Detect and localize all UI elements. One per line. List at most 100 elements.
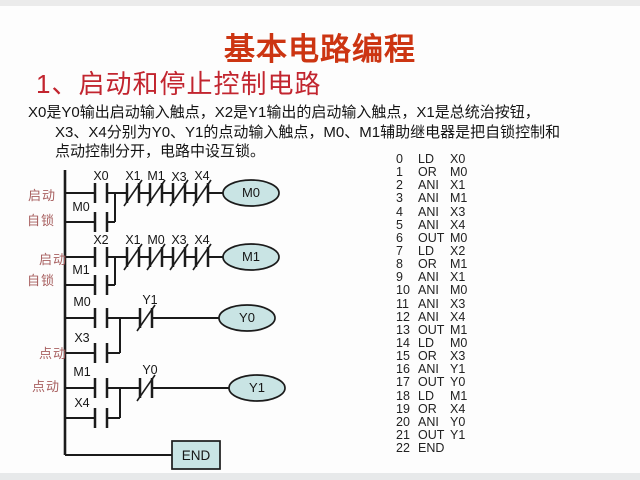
contact-label: X2 bbox=[93, 233, 108, 247]
instruction-operand: M0 bbox=[450, 283, 468, 298]
instruction-operand: X2 bbox=[450, 243, 466, 258]
ladder-lines bbox=[63, 170, 229, 456]
instruction-op: LD bbox=[418, 243, 434, 258]
end-label: END bbox=[182, 448, 211, 463]
instruction-step: 9 bbox=[396, 270, 403, 285]
instruction-row: 8 OR M1 bbox=[370, 257, 570, 272]
coil-label: Y1 bbox=[249, 380, 265, 395]
ladder-diagram: X0 X1 M1 X3 X4 M0 M0 X2 X1 M0 X3 X4 M1 M… bbox=[63, 169, 286, 470]
contact-label: M1 bbox=[147, 169, 164, 183]
instruction-op: OR bbox=[418, 257, 437, 272]
instruction-op: ANI bbox=[418, 283, 439, 298]
instruction-step: 17 bbox=[396, 375, 410, 390]
instruction-operand: Y0 bbox=[450, 414, 466, 429]
instruction-row: 7 LD X2 bbox=[370, 243, 570, 258]
instruction-step: 20 bbox=[396, 414, 410, 429]
instruction-operand: M1 bbox=[450, 191, 468, 206]
instruction-op: ANI bbox=[418, 217, 439, 232]
contact-label: X3 bbox=[171, 170, 186, 184]
instruction-operand: X3 bbox=[450, 296, 466, 311]
instruction-step: 21 bbox=[396, 427, 410, 442]
instruction-operand: M1 bbox=[450, 322, 468, 337]
contact-label: Y0 bbox=[142, 363, 157, 377]
end-block bbox=[171, 440, 221, 470]
contact-label: Y1 bbox=[142, 293, 157, 307]
rung-annotation-jog-1: 点动 bbox=[39, 346, 68, 361]
instruction-row: 9 ANI X1 bbox=[370, 271, 570, 284]
instruction-op: OR bbox=[418, 165, 437, 180]
coil-m1 bbox=[222, 243, 280, 271]
instruction-op: ANI bbox=[418, 191, 439, 206]
instruction-step: 10 bbox=[396, 283, 410, 298]
instruction-op: OUT bbox=[418, 375, 445, 390]
instruction-operand: Y1 bbox=[450, 362, 466, 377]
instruction-op: ANI bbox=[418, 204, 439, 219]
instruction-step: 13 bbox=[396, 322, 410, 337]
coil-y0 bbox=[218, 304, 276, 332]
instruction-step: 16 bbox=[396, 362, 410, 377]
contact-label: M0 bbox=[73, 295, 90, 309]
coil-label: M1 bbox=[242, 249, 260, 264]
section-heading: 1、启动和停止控制电路 bbox=[36, 69, 322, 99]
rung-annotation-start-2: 启动 bbox=[39, 252, 68, 267]
instruction-op: ANI bbox=[418, 270, 439, 285]
instruction-step: 1 bbox=[396, 165, 403, 180]
instruction-operand: X3 bbox=[450, 204, 466, 219]
instruction-op: LD bbox=[418, 388, 434, 403]
instruction-row: 10 ANI M0 bbox=[370, 284, 570, 297]
instruction-op: END bbox=[418, 441, 445, 456]
instruction-operand: X1 bbox=[450, 270, 466, 285]
contact-label: M0 bbox=[147, 233, 164, 247]
instruction-op: LD bbox=[418, 152, 434, 166]
contact-label: X3 bbox=[171, 233, 186, 247]
instruction-operand: X0 bbox=[450, 152, 466, 166]
instruction-step: 6 bbox=[396, 230, 403, 245]
bottom-edge bbox=[0, 473, 640, 480]
contact-label: X3 bbox=[74, 331, 89, 345]
contact-label: X1 bbox=[125, 233, 140, 247]
coil-label: Y0 bbox=[239, 310, 255, 325]
instruction-op: OUT bbox=[418, 427, 445, 442]
instruction-step: 14 bbox=[396, 335, 410, 350]
instruction-step: 8 bbox=[396, 257, 403, 272]
instruction-step: 5 bbox=[396, 217, 403, 232]
coil-y1 bbox=[228, 374, 286, 402]
instruction-op: ANI bbox=[418, 309, 439, 324]
description-line-2: X3、X4分别为Y0、Y1的点动输入触点，M0、M1辅助继电器是把自锁控制和 bbox=[55, 123, 561, 141]
instruction-step: 19 bbox=[396, 401, 410, 416]
instruction-operand: M1 bbox=[450, 257, 468, 272]
instruction-operand: Y1 bbox=[450, 427, 466, 442]
instruction-op: OUT bbox=[418, 230, 445, 245]
instruction-operand: M0 bbox=[450, 230, 468, 245]
rung-annotation-selfhold-1: 自锁 bbox=[27, 213, 56, 228]
instruction-row: 13 OUT M1 bbox=[370, 322, 570, 337]
coil-label: M0 bbox=[242, 185, 260, 200]
instruction-step: 18 bbox=[396, 388, 410, 403]
instruction-step: 4 bbox=[396, 204, 403, 219]
contact-label: X4 bbox=[74, 396, 89, 410]
instruction-op: LD bbox=[418, 335, 434, 350]
contact-label: X4 bbox=[194, 233, 209, 247]
instruction-operand: M0 bbox=[450, 335, 468, 350]
instruction-operand: X4 bbox=[450, 309, 466, 324]
instruction-op: OUT bbox=[418, 322, 445, 337]
instruction-step: 7 bbox=[396, 243, 403, 258]
contact-label: X1 bbox=[125, 169, 140, 183]
instruction-step: 22 bbox=[396, 441, 410, 456]
instruction-step: 15 bbox=[396, 349, 410, 364]
instruction-operand: X3 bbox=[450, 349, 466, 364]
rung-annotation-jog-2: 点动 bbox=[32, 379, 61, 394]
instruction-row: 14 LD M0 bbox=[370, 335, 570, 350]
